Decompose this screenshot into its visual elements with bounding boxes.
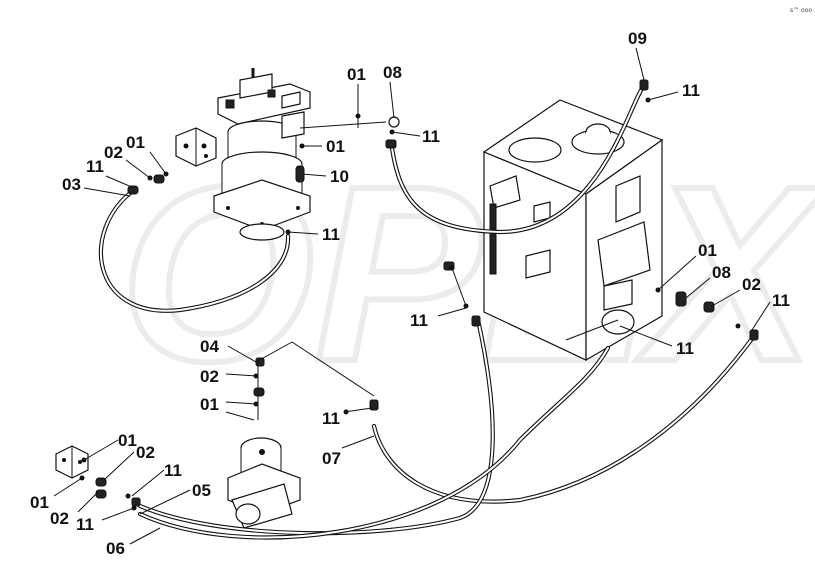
leader-dots: [79, 97, 741, 511]
callout-11-bottom-left-2: 11: [76, 515, 94, 534]
hydraulic-tank: [482, 99, 687, 362]
callout-01-bottom-left-2: 01: [30, 493, 49, 512]
callout-05: 05: [192, 481, 211, 500]
callout-02-bottom-left: 02: [136, 443, 155, 462]
valve-block-bottom-left: [55, 445, 89, 479]
callout-02-left: 02: [104, 143, 123, 162]
callout-01-swivel: 01: [326, 137, 345, 156]
callout-01-mid: 01: [200, 395, 219, 414]
callout-01-bottom-left: 01: [118, 431, 137, 450]
hoses: [98, 83, 757, 540]
callout-10: 10: [330, 167, 349, 186]
callout-01-right: 01: [698, 241, 717, 260]
corner-mark: s™ ooo: [790, 7, 812, 14]
callout-02-bottom-left-2: 02: [50, 509, 69, 528]
callout-11-tank-base: 11: [676, 339, 694, 358]
hydraulic-pump: [227, 437, 301, 529]
callout-03: 03: [62, 175, 81, 194]
callout-11-top-right: 11: [682, 81, 700, 100]
callout-07: 07: [322, 449, 341, 468]
callout-04: 04: [200, 337, 219, 356]
callouts: 01 08 09 11 01 11 02 01 11 10 03 11 01 0…: [30, 29, 790, 558]
callout-09: 09: [628, 29, 647, 48]
callout-01-left: 01: [126, 133, 145, 152]
callout-11-mid-top: 11: [422, 127, 440, 146]
callout-02-mid: 02: [200, 367, 219, 386]
valve-block-left: [175, 127, 217, 167]
callout-02-right: 02: [742, 275, 761, 294]
swivel-joint: [213, 68, 311, 241]
callout-11-far-right: 11: [772, 291, 790, 310]
callout-01-top: 01: [347, 65, 366, 84]
callout-11-bottom-left: 11: [164, 461, 182, 480]
callout-11-left: 11: [86, 157, 104, 176]
leader-lines: [53, 47, 771, 545]
callout-08-right: 08: [712, 263, 731, 282]
callout-11-tank: 11: [410, 311, 428, 330]
callout-06: 06: [106, 539, 125, 558]
callout-11-swivel-base: 11: [322, 225, 340, 244]
callout-11-center: 11: [322, 409, 340, 428]
callout-08-top: 08: [383, 63, 402, 82]
